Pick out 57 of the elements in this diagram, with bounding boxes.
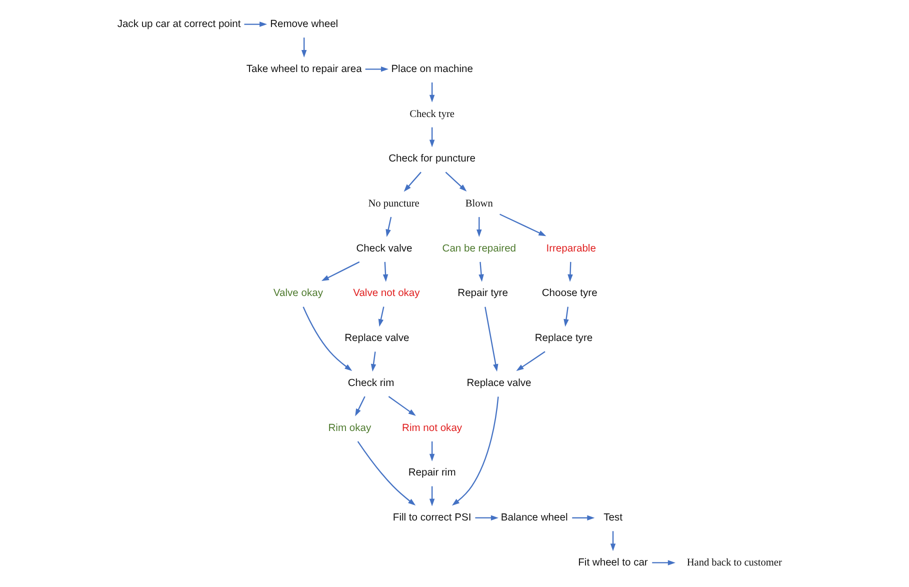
node-text: Replace valve bbox=[466, 378, 532, 389]
arrow bbox=[429, 441, 435, 462]
node-text: Repair tyre bbox=[458, 288, 508, 300]
arrow bbox=[404, 172, 422, 192]
arrow bbox=[452, 396, 499, 506]
node-text: Check valve bbox=[356, 243, 412, 254]
arrow bbox=[301, 38, 307, 58]
arrow bbox=[321, 261, 360, 282]
arrow bbox=[382, 262, 388, 282]
node-text: Valve not okay bbox=[353, 288, 420, 300]
arrow bbox=[610, 531, 616, 552]
node-text: Hand back to customer bbox=[686, 557, 782, 568]
arrow bbox=[484, 306, 498, 372]
arrow bbox=[388, 396, 416, 416]
arrow bbox=[429, 486, 435, 506]
node-text: Replace tyre bbox=[534, 333, 593, 344]
node-text: Choose tyre bbox=[542, 288, 598, 300]
arrow bbox=[355, 396, 366, 416]
arrow bbox=[445, 172, 467, 192]
arrow bbox=[475, 515, 498, 520]
node-text: Rim not okay bbox=[402, 422, 462, 434]
node-text: Check tyre bbox=[410, 108, 454, 120]
node-text: Repair rim bbox=[408, 468, 456, 479]
arrow bbox=[478, 262, 484, 282]
node-text: Check rim bbox=[348, 378, 394, 389]
arrow bbox=[429, 82, 435, 102]
node-text: Fit wheel to car bbox=[578, 557, 648, 568]
node-text: Replace valve bbox=[344, 333, 410, 344]
arrow bbox=[572, 515, 595, 520]
arrow bbox=[652, 560, 676, 566]
node-text: Irreparable bbox=[546, 243, 596, 254]
node-text: Remove wheel bbox=[270, 19, 338, 30]
arrow bbox=[365, 66, 388, 72]
node-text: Place on machine bbox=[391, 64, 473, 75]
arrow bbox=[564, 306, 569, 327]
arrow bbox=[500, 214, 546, 236]
arrow bbox=[386, 216, 392, 237]
node-text: Blown bbox=[465, 198, 493, 210]
arrow bbox=[568, 262, 573, 282]
arrow bbox=[516, 351, 546, 371]
arrow bbox=[476, 217, 482, 237]
arrow bbox=[357, 441, 416, 506]
node-text: Balance wheel bbox=[500, 512, 568, 524]
arrow bbox=[378, 306, 384, 327]
node-text: Take wheel to repair area bbox=[246, 64, 362, 75]
arrow bbox=[302, 306, 352, 371]
node-text: Test bbox=[604, 512, 622, 524]
node-text: Check for puncture bbox=[388, 154, 476, 165]
node-text: Valve okay bbox=[273, 288, 323, 300]
node-text: Fill to correct PSI bbox=[392, 512, 472, 524]
node-text: Can be repaired bbox=[442, 243, 516, 254]
arrow bbox=[429, 127, 435, 148]
node-text: Jack up car at correct point bbox=[117, 19, 241, 30]
node-text: No puncture bbox=[368, 198, 420, 210]
arrow bbox=[244, 22, 268, 27]
node-text: Rim okay bbox=[328, 422, 372, 434]
arrow bbox=[370, 352, 376, 372]
